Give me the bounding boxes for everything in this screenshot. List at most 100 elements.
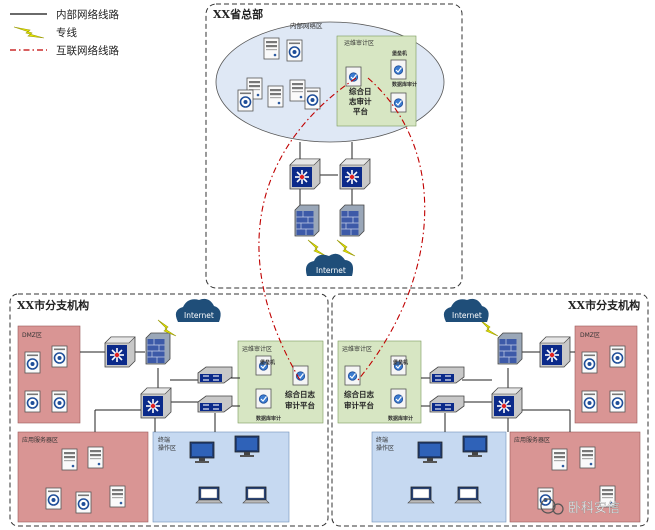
left-ops-audit-label: 运维审计区 [242,345,272,353]
server-icon [61,448,78,471]
switch-icon [197,395,233,413]
legend: 内部网络线路 专线 互联网络线路 [10,8,119,57]
left-terminal-zone [152,431,290,523]
legend-internet-label: 互联网络线路 [56,44,119,57]
watermark: 卧科安信 [540,498,620,516]
right-log-platform-l1: 综合日志 [344,389,374,399]
hq-to-left-link [258,77,357,381]
left-terminal-l2: 操作区 [158,444,176,452]
switch-icon [197,366,233,384]
right-terminal-l2: 操作区 [376,444,394,452]
core-switch-icon [491,387,523,419]
server-icon [267,85,284,108]
hq-border [205,3,463,289]
right-branch-title: XX市分支机构 [568,298,640,312]
right-log-platform-l2: 审计平台 [344,400,374,410]
core-switch-icon [289,158,321,190]
server-icon [579,446,596,469]
left-dmz-label: DMZ区 [22,332,42,339]
legend-dedicated-label: 专线 [56,26,77,39]
lightning-icon [479,319,499,337]
hq-ops-audit-label: 运维审计区 [344,39,374,47]
server-icon [51,390,68,413]
watermark-text: 卧科安信 [568,501,620,516]
db-audit-icon [390,388,407,409]
laptop-icon [195,486,223,504]
right-app-zone [509,431,641,523]
switch-icon [429,395,465,413]
laptop-icon [242,486,270,504]
left-terminal-l1: 终端 [158,436,170,444]
right-ops-audit-label: 运维审计区 [342,345,372,353]
db-audit-icon [390,92,407,113]
firewall-icon [294,204,320,237]
internet-links [258,77,426,381]
right-branch-region: XX市分支机构 DMZ区 应用服务器区 终端 操作区 运维审计区 综合日志 审计… [331,293,649,527]
right-internet-label: Internet [452,311,482,320]
left-branch-title: XX市分支机构 [17,298,89,312]
hq-bastion-label: 堡垒机 [392,50,407,57]
server-icon [24,390,41,413]
server-icon [581,351,598,374]
hq-title: XX省总部 [213,7,263,21]
hq-log-platform-l3: 平台 [353,106,368,116]
log-audit-platform-icon [344,365,361,386]
internet-cloud-icon [305,253,354,276]
hq-to-right-link [357,77,426,381]
left-app-zone-label: 应用服务器区 [22,436,58,444]
left-log-platform-l1: 综合日志 [285,389,315,399]
db-audit-icon [255,388,272,409]
hq-internet-label: Internet [316,266,346,275]
server-icon [609,345,626,368]
hq-log-platform-l2: 志审计 [349,96,372,106]
right-bastion-label: 堡垒机 [393,359,408,366]
left-internet-label: Internet [184,311,214,320]
laptop-icon [407,486,435,504]
legend-internal-label: 内部网络线路 [56,8,119,21]
lightning-icon [307,239,327,257]
hq-region: XX省总部 内部网络区 运维审计区 综合日 志审计 平台 堡垒机 数据库审计 [205,3,463,289]
server-icon [263,37,280,60]
firewall-icon [339,204,365,237]
hq-db-audit-label: 数据库审计 [392,81,417,88]
right-terminal-l1: 终端 [376,436,388,444]
left-db-audit-label: 数据库审计 [256,415,281,422]
server-icon [75,491,92,514]
server-icon [45,487,62,510]
server-icon [537,487,554,510]
wechat-icon [540,498,556,514]
left-bastion-label: 堡垒机 [260,359,275,366]
firewall-icon [145,332,171,365]
server-icon [109,485,126,508]
left-ops-audit-zone [237,340,324,424]
right-dmz-label: DMZ区 [580,332,600,339]
server-icon [24,351,41,374]
legend-lightning-icon [13,26,45,39]
laptop-icon [454,486,482,504]
server-icon [87,446,104,469]
right-db-audit-label: 数据库审计 [388,415,413,422]
right-app-zone-label: 应用服务器区 [514,436,550,444]
server-icon [609,390,626,413]
router-icon [104,336,136,368]
internet-cloud-icon [175,298,221,322]
server-icon [286,39,303,62]
hq-log-platform-l1: 综合日 [349,86,372,96]
router-icon [539,336,571,368]
firewall-icon [497,332,523,365]
server-icon [304,87,321,110]
lightning-icon [336,239,356,257]
server-icon [51,345,68,368]
server-icon [551,448,568,471]
log-audit-platform-icon [292,365,309,386]
server-icon [289,79,306,102]
hq-internal-zone-label: 内部网络区 [290,21,323,30]
bastion-host-icon [390,59,407,80]
left-branch-region: XX市分支机构 DMZ区 应用服务器区 终端 操作区 运维审计区 堡垒机 数据库… [9,293,329,527]
right-branch-border [331,293,649,527]
server-icon [581,390,598,413]
server-icon [237,89,254,112]
core-switch-icon [339,158,371,190]
internet-cloud-icon [443,298,489,322]
